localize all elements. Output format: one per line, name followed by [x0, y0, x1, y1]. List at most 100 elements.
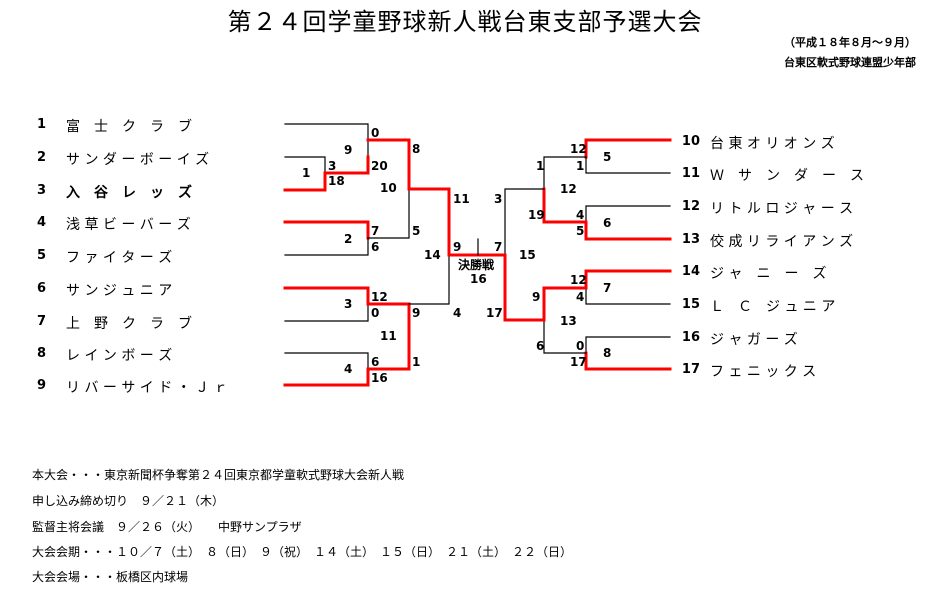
team-number: 7: [36, 314, 46, 329]
bracket-line: [585, 336, 671, 354]
team-number: 5: [36, 248, 46, 263]
team-number: 16: [681, 330, 700, 345]
game-number: 7: [603, 281, 612, 295]
bracket-line: [542, 286, 588, 322]
game-number: 10: [380, 181, 397, 195]
bracket-line: [323, 155, 370, 175]
team-name: リ ト ル ロ ジ ャ ー ス: [710, 201, 854, 217]
bracket-line: [284, 237, 369, 256]
team-name: 浅 草 ビ ー バ ー ズ: [66, 217, 191, 233]
note-line: 大会会場・・・板橋区内球場: [32, 570, 189, 584]
team-name: フ ェ ニ ッ ク ス: [710, 364, 817, 380]
team-name: Ｌ Ｃ ジ ュ ニ ア: [710, 299, 836, 315]
game-number: 1: [302, 166, 311, 180]
bracket-line: [543, 156, 587, 190]
score: 4: [576, 290, 585, 304]
bracket-line: [283, 286, 370, 306]
team-name: レ イ ン ボ ー ズ: [66, 348, 173, 364]
team-name: 入 谷 レ ッ ズ: [66, 185, 192, 201]
score: 8: [412, 142, 421, 156]
note-line: 申し込み締め切り ９／２１（木）: [32, 494, 225, 508]
bracket-line: [366, 138, 411, 191]
team-name: ジ ャ ニ ー ズ: [710, 266, 827, 282]
bracket-line: [584, 220, 672, 241]
score: 6: [371, 355, 380, 369]
score: 4: [576, 208, 585, 222]
team-number: 13: [681, 232, 700, 247]
team-name: 佼 成 リ ラ イ ア ン ズ: [710, 234, 854, 250]
note-line: 大会会期・・・１０／７（土） ８（日） ９（祝） １４（土） １５（日） ２１（…: [32, 545, 573, 559]
bracket-line: [584, 269, 672, 290]
team-number: 1: [36, 117, 46, 132]
score: 5: [412, 224, 421, 238]
score: 12: [570, 273, 587, 287]
team-number: 12: [681, 199, 700, 214]
bracket-line: [542, 187, 588, 224]
team-name: 富 士 ク ラ ブ: [66, 119, 192, 135]
score: 5: [576, 224, 585, 238]
bracket-line: [284, 156, 326, 174]
game-number: 6: [603, 216, 612, 230]
score: 20: [371, 159, 388, 173]
team-name: ジ ャ ガ ー ズ: [710, 332, 798, 348]
score: 9: [412, 306, 421, 320]
score: 11: [453, 192, 470, 206]
organizer: 台東区軟式野球連盟少年部: [784, 56, 916, 69]
team-number: 3: [36, 183, 46, 198]
game-number: 14: [424, 248, 441, 262]
team-number: 9: [36, 378, 46, 393]
game-number: 5: [603, 150, 612, 164]
score: 1: [576, 159, 585, 173]
score: 16: [371, 371, 388, 385]
bracket-line: [283, 220, 370, 240]
bracket-line: [284, 303, 369, 322]
score: 6: [371, 240, 380, 254]
game-number: 3: [344, 297, 353, 311]
bracket-line: [543, 319, 587, 354]
bracket-line: [408, 254, 450, 305]
score: 9: [453, 240, 462, 254]
game-number: 15: [519, 248, 536, 262]
game-number: 11: [380, 329, 397, 343]
team-number: 11: [681, 166, 700, 181]
bracket-line: [504, 188, 545, 256]
team-name: 台 東 オ リ オ ン ズ: [710, 136, 835, 152]
team-number: 14: [681, 264, 700, 279]
score: 4: [453, 306, 462, 320]
score: 0: [576, 339, 585, 353]
game-number: 9: [344, 143, 353, 157]
game-number: 12: [560, 182, 577, 196]
team-name: Ｗ サ ン ダ ー ス: [710, 168, 864, 184]
score: 1: [412, 355, 421, 369]
team-name: サ ン ジ ュ ニ ア: [66, 283, 173, 299]
team-name: リ バ ー サ イ ド ・ Ｊ ｒ: [66, 380, 228, 396]
game-number: 16: [470, 272, 487, 286]
score: 19: [528, 208, 545, 222]
bracket-line: [284, 352, 369, 370]
bracket-line: [284, 123, 369, 158]
page-title: 第２４回学童野球新人戦台東支部予選大会: [227, 8, 703, 36]
bracket-line: [585, 287, 671, 305]
team-number: 15: [681, 297, 700, 312]
score: 0: [371, 306, 380, 320]
note-line: 監督主将会議 ９／２６（火） 中野サンプラザ: [32, 520, 302, 534]
team-name: フ ァ イ タ ー ズ: [66, 250, 173, 266]
final-label: 決勝戦: [458, 258, 495, 272]
game-number: 13: [560, 314, 577, 328]
team-number: 2: [36, 150, 46, 165]
bracket-line: [283, 367, 370, 387]
team-number: 10: [681, 134, 700, 149]
score: 12: [570, 142, 587, 156]
score: 7: [494, 240, 503, 254]
team-name: 上 野 ク ラ ブ: [66, 316, 192, 332]
score: 12: [371, 290, 388, 304]
team-number: 4: [36, 215, 46, 230]
score: 18: [328, 174, 345, 188]
bracket-line: [367, 188, 410, 239]
score: 17: [486, 306, 503, 320]
game-number: 8: [603, 346, 612, 360]
bracket-line: [503, 253, 546, 322]
score: 1: [536, 159, 545, 173]
tournament-period: （平成１８年８月～９月）: [784, 36, 916, 49]
bracket-line: [283, 171, 327, 192]
